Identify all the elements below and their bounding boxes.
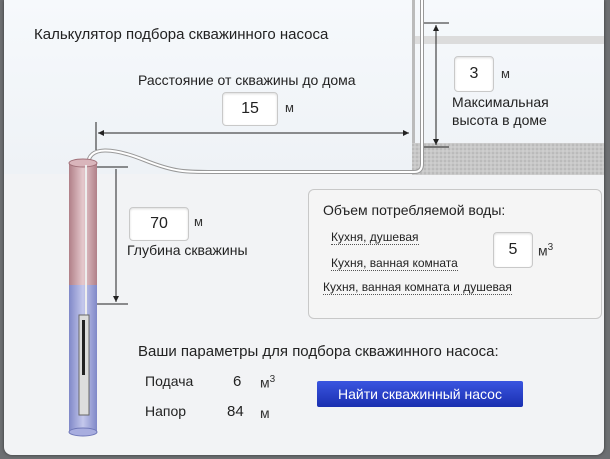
depth-label: Глубина скважины [127, 242, 248, 258]
pump-calculator-panel: Калькулятор подбора скважинного насоса Р… [4, 0, 604, 455]
well-casing [69, 163, 97, 285]
supply-unit: м3 [260, 374, 276, 391]
head-label: Напор [145, 403, 187, 419]
distance-label: Расстояние от скважины до дома [138, 72, 356, 88]
height-label-1: Максимальная [452, 94, 549, 110]
height-input[interactable]: 3 [454, 56, 494, 92]
volume-unit: м3 [538, 242, 554, 259]
results-title: Ваши параметры для подбора скважинного н… [138, 343, 499, 360]
option-kitchen-bathroom-shower[interactable]: Кухня, ванная комната и душевая [323, 280, 512, 295]
diagram-illustration [68, 0, 604, 437]
page-title: Калькулятор подбора скважинного насоса [34, 26, 329, 43]
distance-input[interactable]: 15 [222, 92, 278, 126]
volume-title: Объем потребляемой воды: [323, 202, 506, 218]
supply-label: Подача [145, 373, 194, 389]
option-kitchen-shower[interactable]: Кухня, душевая [331, 230, 419, 245]
house-floor [415, 36, 604, 44]
house-wall [412, 0, 415, 143]
height-unit: м [501, 66, 510, 81]
water-volume-panel: Объем потребляемой воды: Кухня, душевая … [308, 189, 602, 319]
volume-input[interactable]: 5 [493, 232, 533, 268]
depth-input[interactable]: 70 [129, 207, 189, 241]
head-value: 84 [227, 403, 244, 420]
distance-unit: м [285, 100, 294, 115]
head-unit: м [260, 405, 270, 421]
option-kitchen-bathroom[interactable]: Кухня, ванная комната [331, 256, 458, 271]
house-ground [412, 143, 604, 175]
depth-unit: м [194, 214, 203, 229]
supply-value: 6 [233, 373, 242, 390]
height-label-2: высота в доме [452, 112, 547, 128]
find-pump-button[interactable]: Найти скважинный насос [317, 381, 523, 407]
